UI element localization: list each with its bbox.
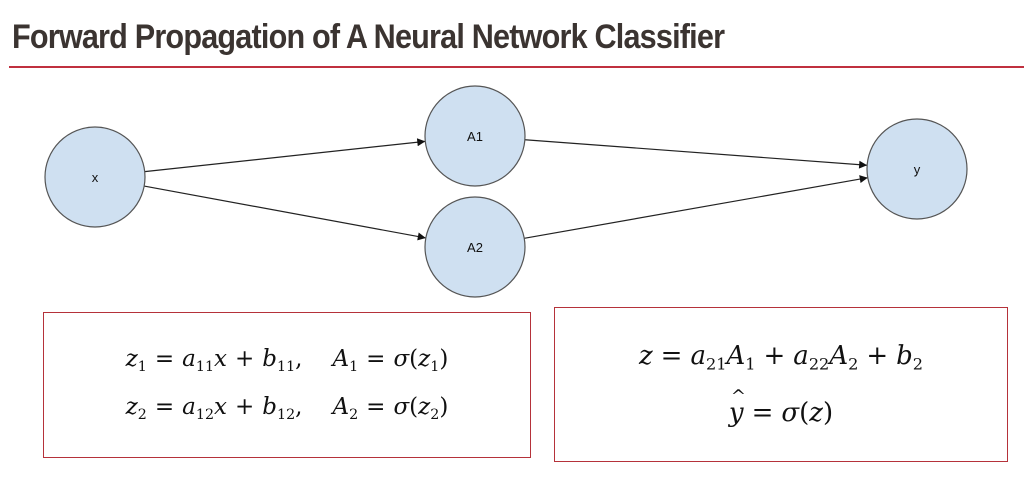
- equation-z1: z1=a11x+b11,A1=σ(z1): [125, 345, 449, 375]
- node-circle-x: [44, 126, 146, 228]
- node-label-A2: A2: [467, 240, 483, 255]
- node-label-y: y: [914, 162, 921, 177]
- equation-z2: z2=a12x+b12,A2=σ(z2): [125, 394, 449, 423]
- node-label-A1: A1: [467, 129, 483, 144]
- node-y: y: [866, 118, 968, 220]
- equation-z-output: z=a21A1+a22A2+b2: [638, 340, 924, 374]
- edge-A2-to-y: [524, 175, 868, 239]
- hidden-layer-equations-box: z1=a11x+b11,A1=σ(z1) z2=a12x+b12,A2=σ(z2…: [43, 312, 531, 458]
- slide-title: Forward Propagation of A Neural Network …: [12, 18, 725, 56]
- node-circle-y: [866, 118, 968, 220]
- output-layer-equations-box: z=a21A1+a22A2+b2 y=σ(z): [554, 307, 1008, 462]
- node-A2: A2: [424, 196, 526, 298]
- equation-yhat: y=σ(z): [729, 388, 833, 426]
- node-A1: A1: [424, 85, 526, 187]
- edge-A1-to-y: [524, 139, 868, 169]
- edge-x-to-A2: [144, 185, 426, 241]
- edges: [144, 138, 868, 241]
- node-circle-A2: [424, 196, 526, 298]
- node-circle-A1: [424, 85, 526, 187]
- node-x: x: [44, 126, 146, 228]
- edge-x-to-A1: [144, 138, 426, 173]
- node-label-x: x: [92, 170, 99, 185]
- title-underline: [9, 66, 1024, 68]
